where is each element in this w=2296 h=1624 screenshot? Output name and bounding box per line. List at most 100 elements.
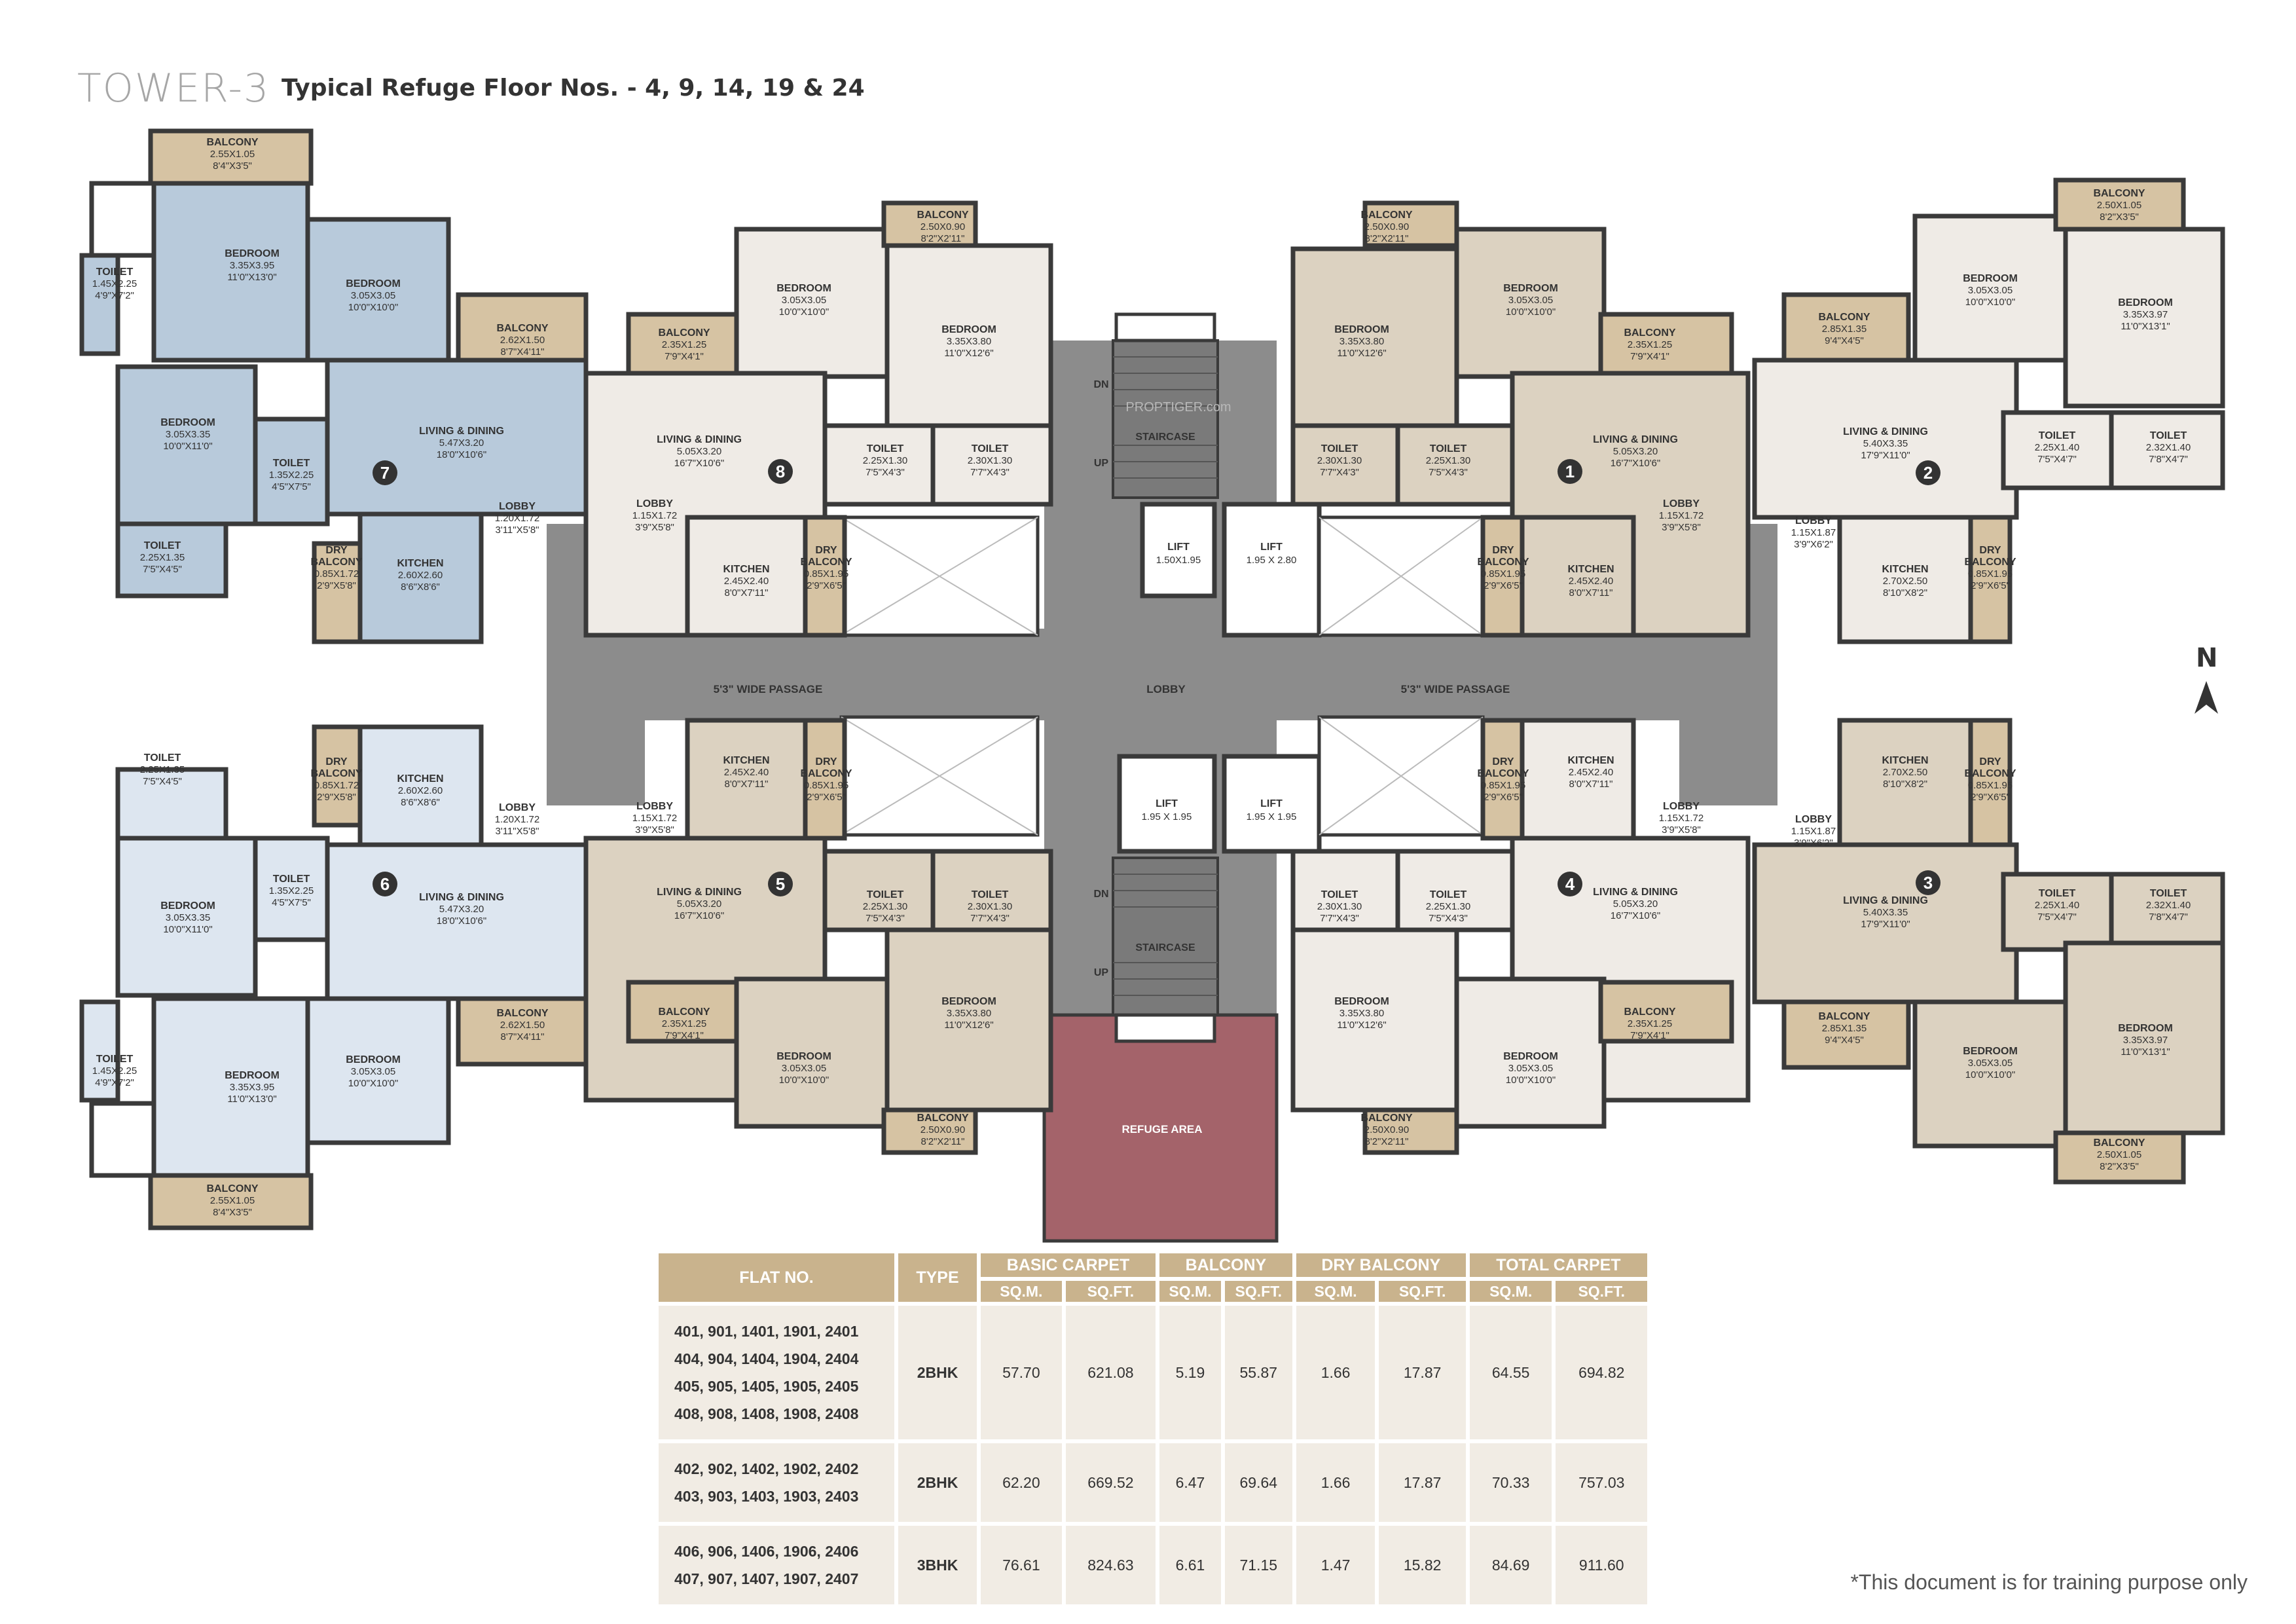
room-name: DRY xyxy=(1979,545,2001,556)
type-cell: 2BHK xyxy=(898,1306,977,1439)
flat-number: 8 xyxy=(776,462,785,481)
room-feet: 7'8"X4'7" xyxy=(2149,912,2188,923)
room-name: BALCONY xyxy=(1818,1011,1870,1022)
room-metric: 2.70X2.50 xyxy=(1883,576,1927,587)
room-feet: 4'9"X7'2" xyxy=(95,1077,134,1088)
room-metric: 3.05X3.05 xyxy=(1508,295,1553,306)
flat-number-list: 408, 908, 1408, 1908, 2408 xyxy=(674,1405,859,1422)
room-feet: 10'0"X10'0" xyxy=(779,1075,829,1086)
room-metric: 2.62X1.50 xyxy=(500,335,545,346)
room-feet: 7'9"X4'1" xyxy=(1630,351,1669,362)
value-cell: 62.20 xyxy=(981,1443,1062,1522)
shaft-se xyxy=(1317,715,1485,837)
room-feet: 16'7"X10'6" xyxy=(1611,458,1660,469)
room-metric: 1.15X1.72 xyxy=(632,813,677,824)
th-dry-balcony: DRY BALCONY xyxy=(1296,1253,1466,1277)
room-feet: 7'9"X4'1" xyxy=(665,351,704,362)
room-feet: 4'5"X7'5" xyxy=(272,481,311,492)
room-name: BALCONY xyxy=(917,210,968,221)
room-name: TOILET xyxy=(144,540,181,551)
flat-6 xyxy=(79,724,589,1230)
room-name: BALCONY xyxy=(206,137,258,148)
room-metric: 2.70X2.50 xyxy=(1883,767,1927,778)
stair-dn-label: DN xyxy=(1093,379,1108,390)
room-name: LOBBY xyxy=(499,802,536,813)
room-name: BALCONY xyxy=(1360,210,1412,221)
room-feet: 8'2"X2'11" xyxy=(921,233,965,244)
room-metric: 3.35X3.95 xyxy=(230,260,274,271)
shaft-nw xyxy=(839,515,1040,637)
lift-dim: 1.95 X 2.80 xyxy=(1247,555,1297,566)
lift-2 xyxy=(1222,502,1322,638)
room-name: KITCHEN xyxy=(397,773,443,784)
th-sqm: SQ.M. xyxy=(981,1281,1062,1302)
room-name: DRY xyxy=(325,756,348,767)
room-feet: 7'8"X4'7" xyxy=(2149,454,2188,465)
room-name: BEDROOM xyxy=(1334,324,1389,335)
th-sqm: SQ.M. xyxy=(1159,1281,1221,1302)
room-metric: 2.45X2.40 xyxy=(1569,767,1613,778)
th-flat-no: FLAT NO. xyxy=(659,1253,894,1302)
room-name: BALCONY xyxy=(496,323,548,334)
value-cell: 6.61 xyxy=(1159,1526,1221,1604)
room-name: BEDROOM xyxy=(1334,996,1389,1007)
room-metric: 0.85X1.95 xyxy=(1968,568,2013,580)
room-metric: 2.25X1.35 xyxy=(140,764,185,775)
room-metric: 1.20X1.72 xyxy=(495,814,539,825)
room-metric: 2.30X1.30 xyxy=(1317,901,1362,912)
value-cell: 1.47 xyxy=(1296,1526,1376,1604)
room-name: BEDROOM xyxy=(160,417,215,428)
flat-number-badge xyxy=(768,872,793,896)
room-metric: 5.47X3.20 xyxy=(439,904,484,915)
room-name: BEDROOM xyxy=(1503,1051,1558,1062)
room-feet: 8'0"X7'11" xyxy=(725,779,769,790)
room-feet: 18'0"X10'6" xyxy=(437,915,486,927)
room-name: BEDROOM xyxy=(941,996,996,1007)
room-metric: 0.85X1.72 xyxy=(314,780,359,791)
room-feet: 2'9"X6'5" xyxy=(1971,792,2010,803)
room-metric: 2.55X1.05 xyxy=(210,1195,255,1206)
room-metric: 5.40X3.35 xyxy=(1863,438,1908,449)
room-metric: 5.05X3.20 xyxy=(1613,898,1658,910)
room-name: BEDROOM xyxy=(776,283,831,294)
room-metric: 2.25X1.30 xyxy=(863,455,907,466)
room-feet: 2'9"X5'8" xyxy=(317,580,356,591)
room-metric: 1.15X1.72 xyxy=(632,510,677,521)
room-metric: 1.20X1.72 xyxy=(495,513,539,524)
flat-8 xyxy=(583,200,1053,638)
room-name: LIVING & DINING xyxy=(1593,887,1678,898)
room-feet: 10'0"X11'0" xyxy=(163,441,212,452)
value-cell: 17.87 xyxy=(1379,1306,1466,1439)
value-cell: 70.33 xyxy=(1469,1443,1552,1522)
staircase-south xyxy=(1112,857,1219,1043)
value-cell: 1.66 xyxy=(1296,1306,1376,1439)
flat-1 xyxy=(1290,200,1751,638)
room-metric: 2.50X0.90 xyxy=(1364,221,1409,232)
watermark: PROPTIGER.com xyxy=(1125,400,1231,415)
room-name: BALCONY xyxy=(310,768,362,779)
room-name: KITCHEN xyxy=(723,564,769,575)
room-name: LIVING & DINING xyxy=(1843,426,1928,437)
staircase-label: STAIRCASE xyxy=(1135,432,1195,443)
value-cell: 757.03 xyxy=(1556,1443,1647,1522)
